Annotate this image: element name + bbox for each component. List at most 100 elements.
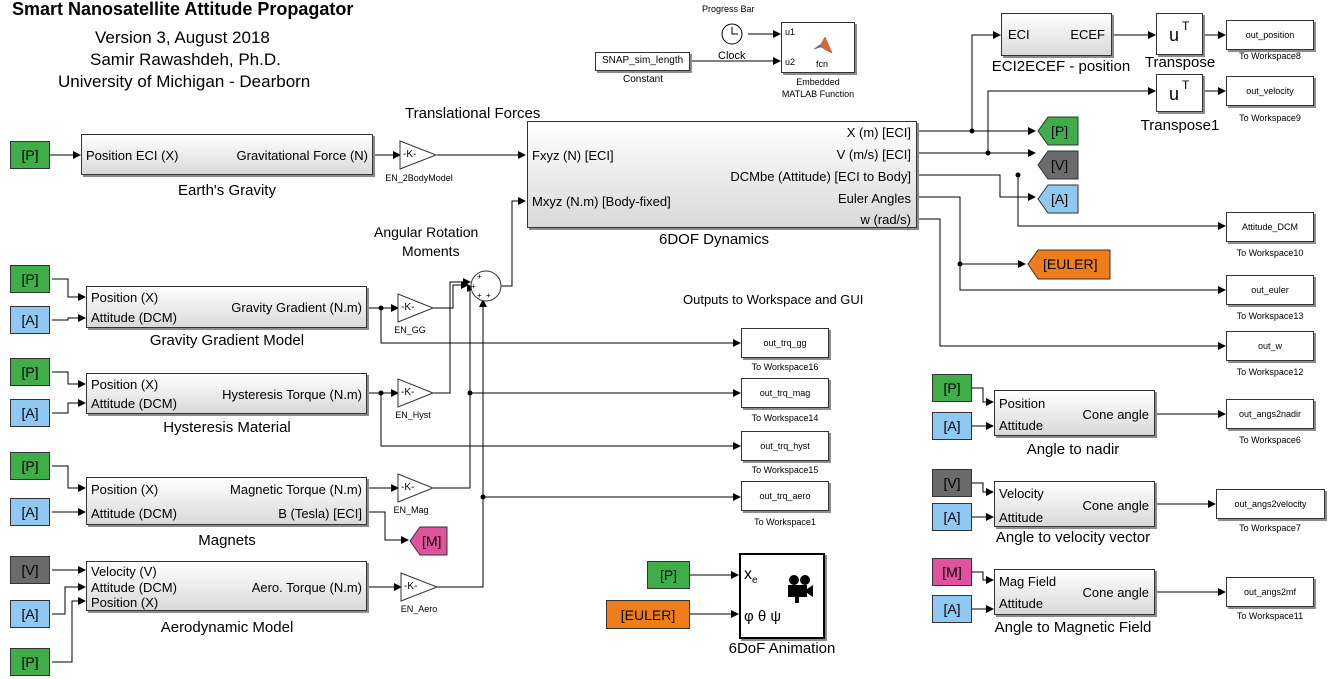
from-tag-P[interactable]: [P] [10, 358, 50, 386]
from-tag-A[interactable]: [A] [932, 412, 972, 440]
angle-to-velocity-block[interactable]: Velocity Attitude Cone angle [994, 481, 1155, 527]
goto-tag-EULER[interactable]: [EULER] [1043, 256, 1098, 272]
transpose-caption: Transpose [1144, 54, 1216, 71]
matlab-caption-1: Embedded [796, 77, 840, 87]
six-dof-dynamics-caption: 6DOF Dynamics [658, 231, 770, 248]
gravity-input-port: Position ECI (X) [86, 148, 179, 163]
svg-text:+: + [477, 272, 482, 281]
outputs-label: Outputs to Workspace and GUI [683, 292, 864, 307]
ws-out-position[interactable]: out_position [1226, 20, 1314, 50]
matlab-logo-icon [813, 36, 833, 54]
affiliation-text: University of Michigan - Dearborn [58, 72, 311, 91]
mag-input-attitude: Attitude (DCM) [91, 506, 177, 521]
ws-out-angs2nadir-caption: To Workspace6 [1239, 435, 1301, 445]
ws-out-w-caption: To Workspace12 [1236, 367, 1304, 377]
gravity-gradient-block[interactable]: Position (X) Attitude (DCM) Gravity Grad… [86, 286, 367, 328]
ws-attitude-dcm[interactable]: Attitude_DCM [1226, 212, 1314, 242]
progress-bar-label: Progress Bar [702, 4, 755, 14]
goto-tag-M[interactable]: [M] [422, 533, 442, 549]
constant-value: SNAP_sim_length [602, 55, 684, 66]
from-tag-P[interactable]: [P] [932, 374, 972, 402]
goto-tag-V[interactable]: [V] [1051, 157, 1069, 173]
from-tag-A[interactable]: [A] [932, 595, 972, 623]
gain-twobody-k: -K- [403, 149, 417, 160]
from-tag-A[interactable]: [A] [10, 600, 50, 628]
velang-input-velocity: Velocity [999, 486, 1044, 501]
from-tag-A[interactable]: [A] [10, 399, 50, 427]
angular-rotation-label: Angular Rotation [374, 224, 479, 240]
goto-tag-A[interactable]: [A] [1051, 191, 1069, 207]
mag-input-position: Position (X) [91, 482, 159, 497]
six-dof-dynamics-block[interactable]: Fxyz (N) [ECI] Mxyz (N.m) [Body-fixed] X… [527, 121, 917, 228]
page-title: Smart Nanosatellite Attitude Propagator [12, 0, 354, 19]
gain-gg-caption: EN_GG [394, 325, 426, 335]
gravity-output-port: Gravitational Force (N) [236, 148, 368, 163]
from-tag-A[interactable]: [A] [932, 503, 972, 531]
gain-gg-k: -K- [401, 302, 415, 313]
eci2ecef-input: ECI [1008, 27, 1030, 42]
gain-twobody-caption: EN_2BodyModel [385, 173, 453, 183]
hysteresis-block[interactable]: Position (X) Attitude (DCM) Hysteresis T… [86, 373, 367, 414]
magnets-block[interactable]: Position (X) Attitude (DCM) Magnetic Tor… [86, 477, 367, 525]
ws-out-trq-mag[interactable]: out_trq_mag [741, 378, 829, 408]
aerodynamic-caption: Aerodynamic Model [160, 619, 294, 636]
eci2ecef-caption: ECI2ECEF - position [991, 58, 1131, 75]
nadir-input-position: Position [999, 396, 1046, 411]
from-tag-P[interactable]: [P] [10, 265, 50, 293]
from-tag-EULER[interactable]: [EULER] [606, 600, 690, 629]
from-tag-P[interactable]: [P] [647, 561, 690, 589]
from-tag-A[interactable]: [A] [10, 306, 50, 334]
aerodynamic-block[interactable]: Velocity (V) Attitude (DCM) Position (X)… [86, 561, 367, 611]
dyn-input-force: Fxyz (N) [ECI] [532, 148, 614, 163]
constant-block[interactable]: SNAP_sim_length [595, 52, 690, 71]
from-tag-A[interactable]: [A] [10, 498, 50, 526]
gain-aero-caption: EN_Aero [400, 604, 438, 614]
from-tag-P[interactable]: [P] [10, 452, 50, 480]
matlab-caption-2: MATLAB Function [781, 89, 855, 99]
gain-hyst-k: -K- [401, 387, 415, 398]
eci2ecef-output: ECEF [1070, 27, 1105, 42]
from-tag-V[interactable]: [V] [932, 469, 972, 497]
angle-to-nadir-caption: Angle to nadir [1026, 441, 1120, 458]
angle-to-mag-field-block[interactable]: Mag Field Attitude Cone angle [994, 569, 1155, 615]
from-tag-V[interactable]: [V] [10, 556, 50, 584]
ws-out-euler[interactable]: out_euler [1226, 275, 1314, 305]
transpose-block[interactable]: u T [1156, 13, 1203, 55]
from-tag-M[interactable]: [M] [932, 558, 972, 586]
ws-out-angs2mf[interactable]: out_angs2mf [1226, 577, 1314, 607]
dyn-output-velocity: V (m/s) [ECI] [836, 147, 911, 162]
angle-to-nadir-block[interactable]: Position Attitude Cone angle [994, 390, 1155, 436]
six-dof-animation-caption: 6DoF Animation [728, 640, 836, 657]
moments-label: Moments [402, 243, 460, 259]
transpose1-caption: Transpose1 [1140, 117, 1220, 134]
embedded-matlab-block[interactable]: u1 u2 fcn [781, 22, 855, 73]
ws-out-trq-hyst[interactable]: out_trq_hyst [741, 431, 829, 461]
ws-out-angs2nadir[interactable]: out_angs2nadir [1226, 399, 1314, 429]
ws-out-trq-aero[interactable]: out_trq_aero [741, 481, 829, 511]
magnets-caption: Magnets [198, 532, 256, 549]
from-tag-P[interactable]: [P] [10, 648, 50, 676]
svg-text:+: + [471, 282, 476, 291]
ws-out-w[interactable]: out_w [1226, 331, 1314, 361]
gain-mag-caption: EN_Mag [393, 505, 429, 515]
author-text: Samir Rawashdeh, Ph.D. [90, 50, 281, 69]
hyst-input-attitude: Attitude (DCM) [91, 396, 177, 411]
ws-out-velocity[interactable]: out_velocity [1226, 76, 1314, 106]
ws-out-trq-gg[interactable]: out_trq_gg [741, 328, 829, 358]
gravity-gradient-caption: Gravity Gradient Model [149, 332, 305, 349]
gg-input-position: Position (X) [91, 290, 159, 305]
ws-out-angs2velocity[interactable]: out_angs2velocity [1216, 489, 1325, 519]
eci2ecef-block[interactable]: ECI ECEF [1001, 13, 1112, 56]
clock-icon[interactable] [716, 22, 748, 46]
gain-aero-k: -K- [404, 581, 418, 592]
six-dof-animation-block[interactable]: xe φ θ ψ [739, 553, 825, 639]
ws-out-euler-caption: To Workspace13 [1236, 311, 1304, 321]
velang-output-cone: Cone angle [1082, 498, 1150, 513]
goto-tag-P[interactable]: [P] [1051, 123, 1069, 139]
transpose1-block[interactable]: u T [1156, 74, 1203, 112]
angle-to-mag-field-caption: Angle to Magnetic Field [994, 619, 1152, 636]
gg-output-torque: Gravity Gradient (N.m) [231, 300, 362, 315]
matlab-fcn-label: fcn [816, 59, 829, 69]
from-tag-P[interactable]: [P] [10, 141, 50, 169]
earths-gravity-block[interactable]: Position ECI (X) Gravitational Force (N) [81, 134, 373, 175]
